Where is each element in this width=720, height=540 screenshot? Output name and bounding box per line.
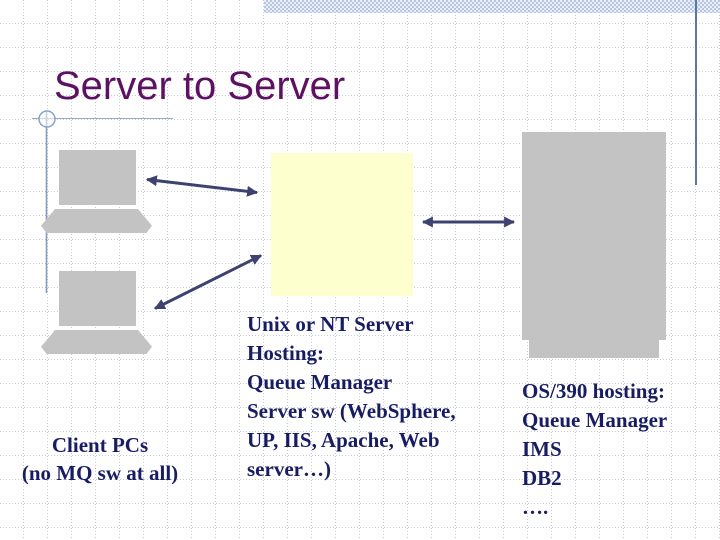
unix-nt-server-box	[271, 153, 413, 296]
mainframe-icon-base	[529, 340, 659, 358]
caption-line: DB2	[522, 466, 562, 490]
caption-line: Unix or NT Server	[247, 312, 414, 336]
laptop-icon-top-screen	[59, 150, 136, 205]
unix-server-caption: Unix or NT Server Hosting: Queue Manager…	[247, 310, 507, 484]
laptop-icon-top-base	[41, 209, 152, 233]
caption-line: OS/390 hosting:	[522, 379, 665, 403]
caption-line: IMS	[522, 437, 562, 461]
mainframe-caption: OS/390 hosting: Queue Manager IMS DB2 ….	[522, 377, 712, 522]
caption-line: Queue Manager	[247, 370, 393, 394]
slide-title: Server to Server	[54, 64, 346, 108]
caption-line: UP, IIS, Apache, Web	[247, 428, 440, 452]
caption-line: Queue Manager	[522, 408, 668, 432]
right-vertical-rule	[695, 0, 697, 185]
laptop-icon-bottom-screen	[59, 271, 136, 326]
caption-line: Hosting:	[247, 341, 325, 365]
caption-line: Server sw (WebSphere,	[247, 399, 456, 423]
caption-line: Client PCs	[51, 433, 149, 457]
caption-line: server…)	[247, 457, 331, 481]
mainframe-icon-body	[522, 132, 666, 340]
caption-line: ….	[522, 495, 549, 519]
client-pcs-caption: Client PCs (no MQ sw at all)	[0, 431, 200, 487]
caption-line: (no MQ sw at all)	[21, 461, 179, 485]
top-band-decoration	[264, 0, 720, 13]
laptop-icon-bottom-base	[41, 330, 152, 354]
